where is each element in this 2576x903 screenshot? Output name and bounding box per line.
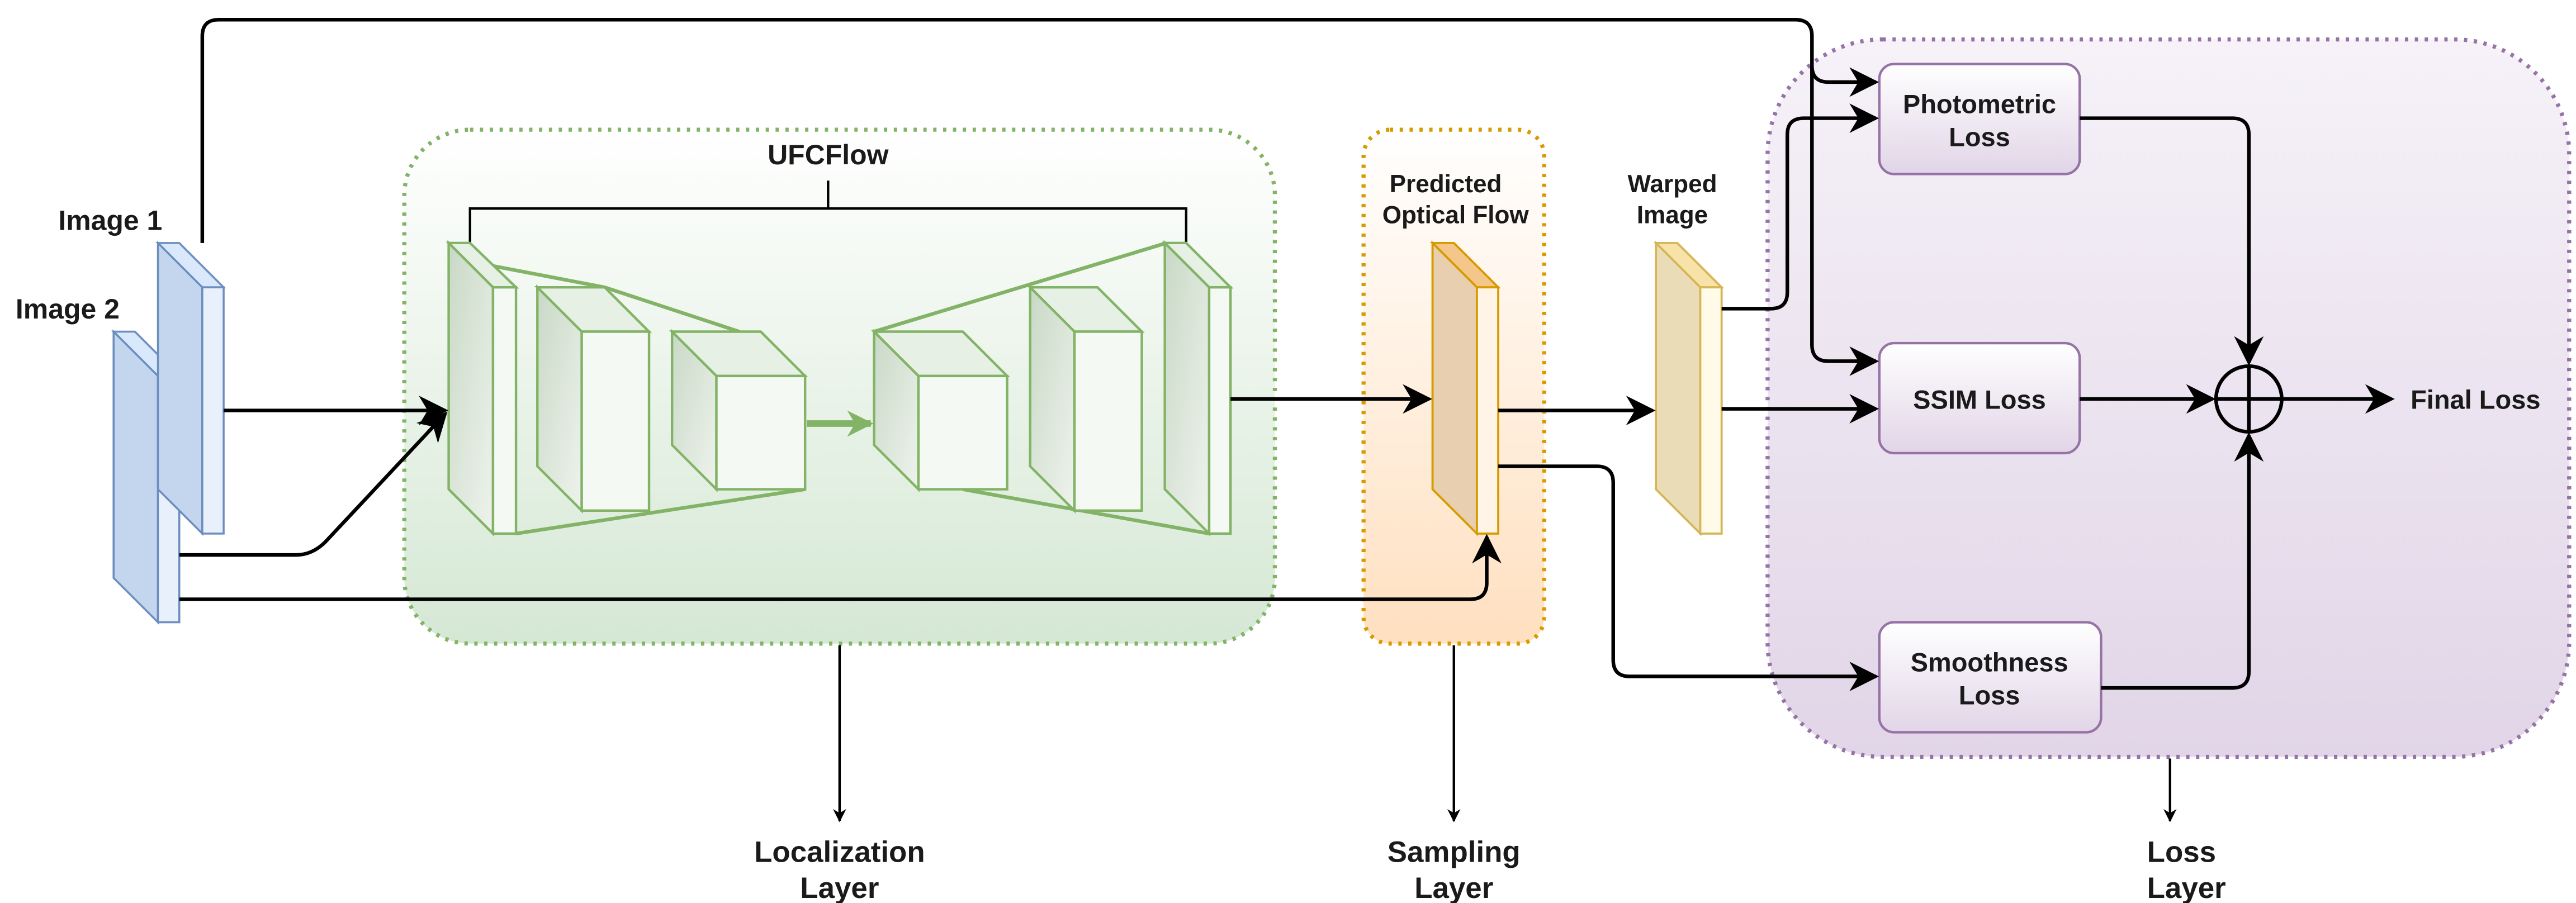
localization-layer-label-2: Layer — [800, 872, 879, 903]
bus-to-ssim — [1810, 65, 1879, 376]
image2-to-ufcflow — [179, 411, 448, 557]
photometric-loss-box: Photometric Loss — [1878, 63, 2081, 175]
photometric-loss-label-2: Loss — [1949, 122, 2010, 151]
connectors — [179, 18, 2395, 691]
ssim-loss-box: SSIM Loss — [1878, 341, 2081, 455]
encoder-block-1 — [446, 240, 519, 537]
image1-to-losses-path — [200, 18, 1814, 243]
optical-flow-slab — [1429, 240, 1501, 536]
photometric-loss-label-1: Photometric — [1903, 89, 2056, 119]
layer-arrows — [833, 645, 2177, 823]
image1-slab — [155, 240, 226, 536]
smoothness-loss-label-2: Loss — [1959, 680, 2020, 710]
smoothness-to-sum — [2101, 432, 2264, 690]
warped-image-slab — [1653, 240, 1725, 536]
warped-to-photometric — [1721, 103, 1879, 311]
encoder-block-3 — [669, 329, 808, 492]
image1-label: Image 1 — [58, 205, 162, 236]
encoder-block-2 — [534, 284, 652, 514]
loss-layer-label-1: Loss — [2147, 836, 2216, 869]
flow-to-smoothness — [1498, 464, 1879, 691]
localization-region — [402, 127, 1277, 646]
ufcflow-title: UFCFlow — [768, 139, 889, 170]
warped-image-label-2: Image — [1637, 202, 1708, 229]
smoothness-loss-label-1: Smoothness — [1911, 648, 2068, 677]
decoder-block-3 — [1162, 240, 1234, 537]
warped-image-label-1: Warped — [1628, 170, 1717, 198]
image2-to-sampler — [179, 534, 1502, 601]
sampling-layer-label-1: Sampling — [1388, 836, 1521, 869]
ssim-loss-label: SSIM Loss — [1913, 385, 2046, 415]
predicted-flow-label-1: Predicted — [1390, 170, 1502, 198]
image2-label: Image 2 — [16, 293, 120, 325]
localization-layer-label-1: Localization — [754, 836, 925, 869]
decoder-block-1 — [871, 329, 1010, 492]
loss-layer-label-2: Layer — [2147, 872, 2226, 903]
smoothness-loss-box: Smoothness Loss — [1878, 621, 2103, 734]
encoder-funnel — [493, 264, 806, 536]
sampling-layer-label-2: Layer — [1414, 872, 1493, 903]
decoder-block-2 — [1027, 284, 1145, 514]
predicted-flow-label-2: Optical Flow — [1382, 202, 1530, 229]
final-loss-label: Final Loss — [2411, 385, 2540, 415]
photometric-to-sum — [2080, 116, 2264, 366]
sum-node-icon — [2214, 364, 2284, 434]
